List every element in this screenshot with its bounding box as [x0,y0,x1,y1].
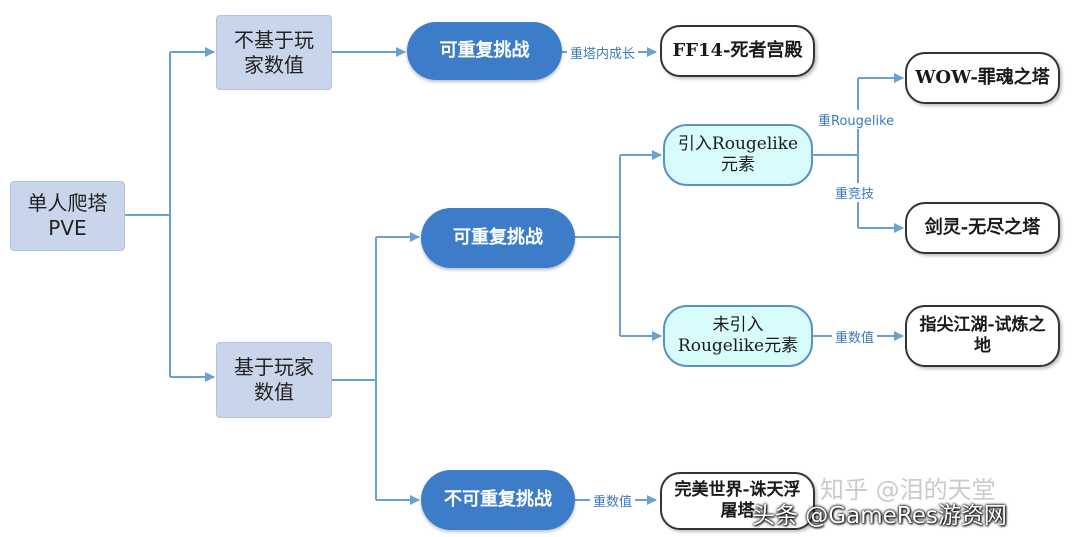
node-line: 屠塔 [720,501,755,521]
edge-label-rougelike-focus: 重Rougelike [815,110,898,129]
edge-label-competitive-focus: 重竞技 [832,183,878,202]
node-non-player-stat: 不基于玩 家数值 [216,15,332,90]
node-line: 家数值 [244,52,304,77]
toutiao-watermark: 头条 @GameRes游资网 [752,503,1007,529]
edge-label-stat-focus: 重数值 [590,491,636,510]
node-line: 指尖江湖-试炼之 [919,314,1046,335]
node-zhijian-jianghu-trial: 指尖江湖-试炼之 地 [905,305,1060,367]
zhihu-watermark: 知乎 @泪的天堂 [820,476,996,504]
node-with-rougelike: 引入Rougelike 元素 [663,124,813,186]
node-line: 数值 [254,380,294,404]
edge-label-tower-growth: 重塔内成长 [567,43,639,62]
node-line: 未引入 [712,314,764,335]
node-label: WOW-罪魂之塔 [915,66,1050,88]
node-wow-torghast: WOW-罪魂之塔 [905,52,1060,104]
node-label: 不可重复挑战 [444,488,552,510]
node-non-repeatable-challenge: 不可重复挑战 [421,470,575,530]
node-label: 剑灵-无尽之塔 [924,216,1041,238]
node-single-tower-pve: 单人爬塔 PVE [10,181,125,251]
node-blade-and-soul-endless-tower: 剑灵-无尽之塔 [905,202,1060,254]
node-line: 地 [974,336,991,356]
node-line: 不基于玩 [234,27,314,52]
node-line: Rougelike元素 [677,336,799,356]
node-line: 引入Rougelike [677,133,799,154]
node-label: FF14-死者宫殿 [672,39,803,61]
node-perfect-world-tower: 完美世界-诛天浮 屠塔 [660,472,815,530]
node-line: 完美世界-诛天浮 [674,479,801,500]
node-player-stat: 基于玩家 数值 [216,342,332,418]
node-repeatable-challenge-top: 可重复挑战 [407,22,562,80]
node-line: 基于玩家 [234,355,314,379]
node-label: 可重复挑战 [439,39,530,61]
node-without-rougelike: 未引入 Rougelike元素 [663,305,813,367]
node-ff14-palace-of-the-dead: FF14-死者宫殿 [660,25,815,77]
edge-label-stat-focus: 重数值 [832,327,878,346]
node-label: 可重复挑战 [453,226,543,248]
node-line: 单人爬塔 [27,191,108,215]
node-repeatable-challenge-mid: 可重复挑战 [421,208,575,268]
node-line: PVE [48,216,87,240]
node-line: 元素 [720,155,755,175]
